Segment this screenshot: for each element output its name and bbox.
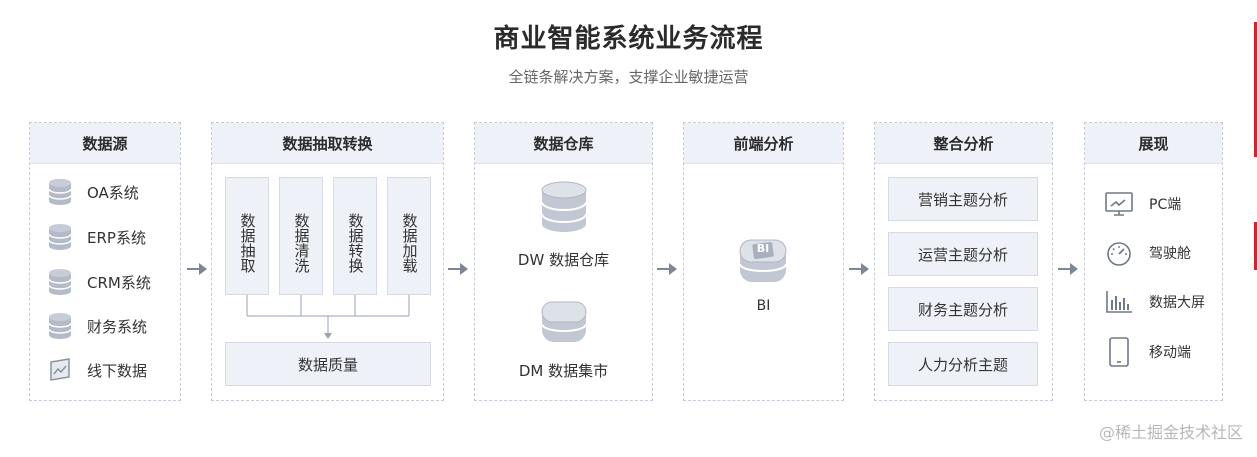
column-title-analysis: 整合分析 xyxy=(875,123,1052,164)
analysis-hr: 人力分析主题 xyxy=(888,342,1038,386)
etl-step-label: 数据转换 xyxy=(346,212,365,273)
source-label: 线下数据 xyxy=(87,361,148,380)
etl-step-clean: 数据清洗 xyxy=(279,177,323,295)
column-display: 展现 xyxy=(1084,122,1223,401)
display-item-bigscreen: 数据大屏 xyxy=(1103,287,1205,317)
source-item-crm: CRM系统 xyxy=(47,267,151,297)
source-item-oa: OA系统 xyxy=(47,177,139,207)
etl-step-extract: 数据抽取 xyxy=(225,177,269,295)
column-title-frontend: 前端分析 xyxy=(684,123,843,164)
database-icon xyxy=(48,179,72,205)
source-label: OA系统 xyxy=(87,183,139,202)
page-subtitle: 全链条解决方案，支撑企业敏捷运营 xyxy=(508,68,749,86)
offline-chart-icon xyxy=(50,358,70,381)
watermark-text: @稀土掘金技术社区 xyxy=(1098,423,1243,442)
database-icon xyxy=(48,224,72,250)
flow-arrow-2 xyxy=(448,263,468,275)
database-icon xyxy=(48,313,72,339)
flow-arrow-4 xyxy=(849,263,869,275)
display-label: PC端 xyxy=(1149,197,1182,213)
column-data-sources: 数据源 xyxy=(29,122,181,401)
bi-icon-text: BI xyxy=(756,242,770,255)
column-warehouse: 数据仓库 xyxy=(474,122,653,401)
display-label: 数据大屏 xyxy=(1149,295,1205,311)
warehouse-dw-label: DW 数据仓库 xyxy=(517,251,610,269)
gauge-icon xyxy=(1107,242,1131,266)
source-item-finance: 财务系统 xyxy=(47,311,147,341)
flow-arrow-1 xyxy=(187,263,207,275)
column-title-warehouse: 数据仓库 xyxy=(475,123,652,164)
etl-step-label: 数据清洗 xyxy=(292,212,311,273)
data-cube-icon xyxy=(541,301,587,342)
bi-cube-icon xyxy=(739,239,787,282)
etl-step-label: 数据加载 xyxy=(400,212,419,273)
right-edge-accent-bottom xyxy=(1254,222,1257,270)
database-icon xyxy=(48,269,72,295)
source-label: 财务系统 xyxy=(87,317,148,336)
etl-merge-connector xyxy=(246,295,410,339)
etl-step-load: 数据加载 xyxy=(387,177,431,295)
column-title-etl: 数据抽取转换 xyxy=(212,123,443,164)
etl-step-label: 数据抽取 xyxy=(238,212,257,273)
flow-arrow-5 xyxy=(1058,263,1078,275)
analysis-operations: 运营主题分析 xyxy=(888,232,1038,276)
database-stack-icon xyxy=(541,181,587,232)
mobile-icon xyxy=(1109,337,1129,367)
analysis-finance: 财务主题分析 xyxy=(888,287,1038,331)
bi-label: BI xyxy=(756,298,771,314)
source-label: CRM系统 xyxy=(87,273,151,292)
source-item-erp: ERP系统 xyxy=(47,222,146,252)
right-edge-accent-top xyxy=(1254,22,1257,157)
display-item-pc: PC端 xyxy=(1103,189,1181,219)
bar-chart-icon xyxy=(1106,291,1132,313)
source-item-offline: 线下数据 xyxy=(47,355,147,385)
column-title-display: 展现 xyxy=(1085,123,1222,164)
warehouse-dm-label: DM 数据集市 xyxy=(518,362,609,380)
display-item-mobile: 移动端 xyxy=(1103,337,1191,367)
analysis-marketing: 营销主题分析 xyxy=(888,177,1038,221)
page-title: 商业智能系统业务流程 xyxy=(493,24,764,54)
display-label: 移动端 xyxy=(1149,345,1191,361)
monitor-icon xyxy=(1105,192,1133,216)
display-item-cockpit: 驾驶舱 xyxy=(1103,238,1191,268)
etl-step-transform: 数据转换 xyxy=(333,177,377,295)
data-quality-box: 数据质量 xyxy=(225,342,431,386)
column-title-sources: 数据源 xyxy=(30,123,180,164)
source-label: ERP系统 xyxy=(87,228,146,247)
display-label: 驾驶舱 xyxy=(1149,246,1191,262)
flow-arrow-3 xyxy=(657,263,677,275)
